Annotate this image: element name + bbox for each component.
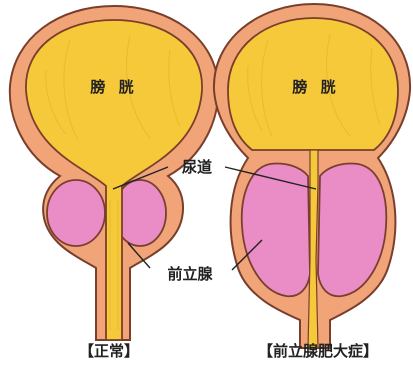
- bladder-label-left: 膀 胱: [90, 78, 137, 96]
- bph-urethra: [308, 150, 318, 348]
- caption-normal: 【正常】: [79, 342, 139, 360]
- normal-bladder-lumen: [26, 20, 202, 340]
- prostate-label: 前立腺: [167, 265, 213, 283]
- bph-anatomy: [214, 4, 410, 348]
- urethra-label: 尿道: [182, 158, 212, 176]
- normal-prostate-left-lobe: [47, 180, 105, 246]
- bladder-label-right: 膀 胱: [292, 78, 339, 96]
- caption-bph: 【前立腺肥大症】: [258, 342, 378, 360]
